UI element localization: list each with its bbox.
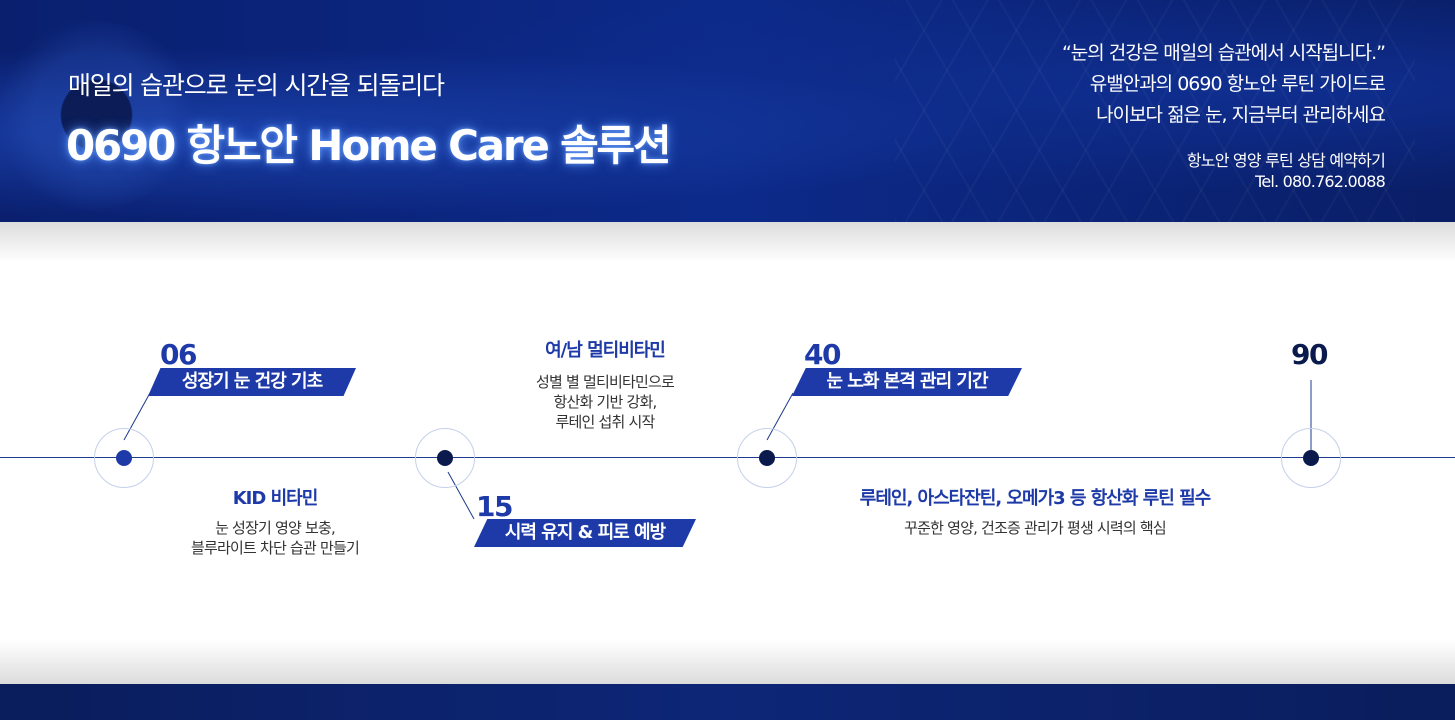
milestone-tag: 시력 유지 & 피로 예방: [474, 519, 696, 547]
milestone-description: 성별 별 멀티비타민으로 항산화 기반 강화, 루테인 섭취 시작: [480, 372, 730, 432]
milestone-ring: [415, 428, 475, 488]
eye-image: [0, 20, 200, 210]
milestone-dot: [759, 450, 775, 466]
description-line: 항산화 기반 강화,: [553, 393, 658, 411]
milestone-dot: [116, 450, 132, 466]
contact-info: 항노안 영양 루틴 상담 예약하기 Tel. 080.762.0088: [1186, 150, 1386, 192]
milestone-description: 꾸준한 영양, 건조증 관리가 평생 시력의 핵심: [810, 518, 1260, 538]
milestone-tag: 성장기 눈 건강 기초: [148, 368, 356, 396]
milestone-dot: [1303, 450, 1319, 466]
description-line: 블루라이트 차단 습관 만들기: [191, 539, 360, 557]
section-shadow-bottom: [0, 640, 1455, 684]
banner-title: 0690 항노안 Home Care 솔루션: [66, 121, 672, 170]
description-line: 꾸준한 영양, 건조증 관리가 평생 시력의 핵심: [904, 519, 1167, 537]
milestone-ring: [1281, 428, 1341, 488]
timeline-axis: [0, 457, 1455, 458]
hexagon-pattern: [895, 0, 1415, 222]
age-label: 06: [160, 338, 197, 371]
phone-number[interactable]: Tel. 080.762.0088: [1255, 172, 1386, 191]
description-line: 눈 성장기 영양 보충,: [215, 519, 336, 537]
booking-link[interactable]: 항노안 영양 루틴 상담 예약하기: [1186, 151, 1386, 170]
footer-bar: [0, 684, 1455, 720]
quote-line: 유밸안과의 0690 항노안 루틴 가이드로: [1089, 73, 1386, 95]
milestone-ring: [94, 428, 154, 488]
banner-quote: “눈의 건강은 매일의 습관에서 시작됩니다.” 유밸안과의 0690 항노안 …: [1061, 38, 1386, 131]
milestone-dot: [437, 450, 453, 466]
quote-line: 나이보다 젊은 눈, 지금부터 관리하세요: [1096, 104, 1386, 126]
banner-subtitle: 매일의 습관으로 눈의 시간을 되돌리다: [68, 71, 445, 100]
milestone-heading: 루테인, 아스타잔틴, 오메가3 등 항산화 루틴 필수: [859, 488, 1211, 509]
description-line: 성별 별 멀티비타민으로: [536, 373, 675, 391]
header-banner: 매일의 습관으로 눈의 시간을 되돌리다 0690 항노안 Home Care …: [0, 0, 1455, 222]
quote-line: “눈의 건강은 매일의 습관에서 시작됩니다.”: [1061, 42, 1386, 64]
description-line: 루테인 섭취 시작: [555, 413, 656, 431]
milestone-tag: 눈 노화 본격 관리 기간: [792, 368, 1022, 396]
milestone-heading: KID 비타민: [232, 488, 319, 509]
milestone-heading: 여/남 멀티비타민: [545, 340, 666, 361]
milestone-description: 눈 성장기 영양 보충, 블루라이트 차단 습관 만들기: [155, 518, 395, 558]
age-label: 40: [804, 338, 841, 371]
age-label: 15: [476, 490, 513, 523]
milestone-ring: [737, 428, 797, 488]
age-label: 90: [1291, 338, 1328, 371]
section-shadow-top: [0, 222, 1455, 262]
